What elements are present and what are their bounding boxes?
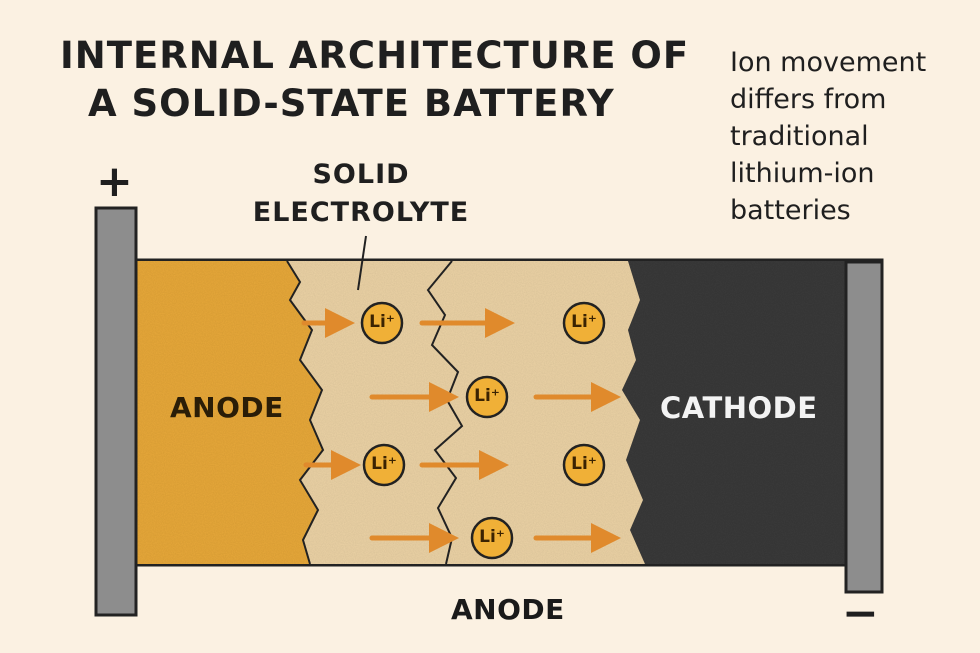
lithium-ion: [562, 301, 606, 345]
ion-label: Li⁺: [571, 454, 597, 474]
lithium-ion: [562, 443, 606, 487]
anode-label: ANODE: [170, 391, 284, 424]
positive-terminal: [94, 206, 138, 617]
title-line-1: INTERNAL ARCHITECTURE OF: [60, 34, 690, 77]
lithium-ion: [362, 443, 406, 487]
note-line-4: lithium-ion: [730, 158, 875, 189]
ion-label: Li⁺: [479, 527, 505, 547]
ion-label: Li⁺: [369, 312, 395, 332]
lithium-ion: [470, 516, 514, 560]
ion-label: Li⁺: [571, 312, 597, 332]
note-line-1: Ion movement: [730, 47, 927, 78]
anode-region: [136, 261, 323, 564]
lithium-ions: [360, 301, 606, 560]
grain-boundary-line: [426, 260, 464, 565]
anode-boundary-line: [286, 260, 325, 565]
electrolyte-label-line-2: ELECTROLYTE: [252, 197, 470, 228]
solid-electrolyte-label: SOLID ELECTROLYTE: [236, 156, 486, 232]
negative-sign: −: [842, 588, 879, 639]
electrolyte-label-line-1: SOLID: [312, 159, 410, 190]
note-line-3: traditional: [730, 121, 869, 152]
cathode-region: [622, 261, 848, 564]
note-line-5: batteries: [730, 195, 851, 226]
electrolyte-leader-line: [357, 235, 367, 291]
side-note: Ion movement differs from traditional li…: [730, 44, 960, 229]
positive-sign: +: [96, 156, 133, 207]
lithium-ion: [465, 375, 509, 419]
diagram-title: INTERNAL ARCHITECTURE OF A SOLID-STATE B…: [60, 32, 689, 128]
ion-arrows: [301, 308, 621, 553]
ion-label: Li⁺: [474, 386, 500, 406]
title-line-2: A SOLID-STATE BATTERY: [88, 82, 615, 125]
cathode-label: CATHODE: [660, 391, 818, 425]
note-line-2: differs from: [730, 84, 887, 115]
lithium-ion: [360, 301, 404, 345]
bottom-anode-label: ANODE: [451, 593, 565, 626]
negative-terminal: [844, 260, 884, 594]
ion-label: Li⁺: [371, 454, 397, 474]
